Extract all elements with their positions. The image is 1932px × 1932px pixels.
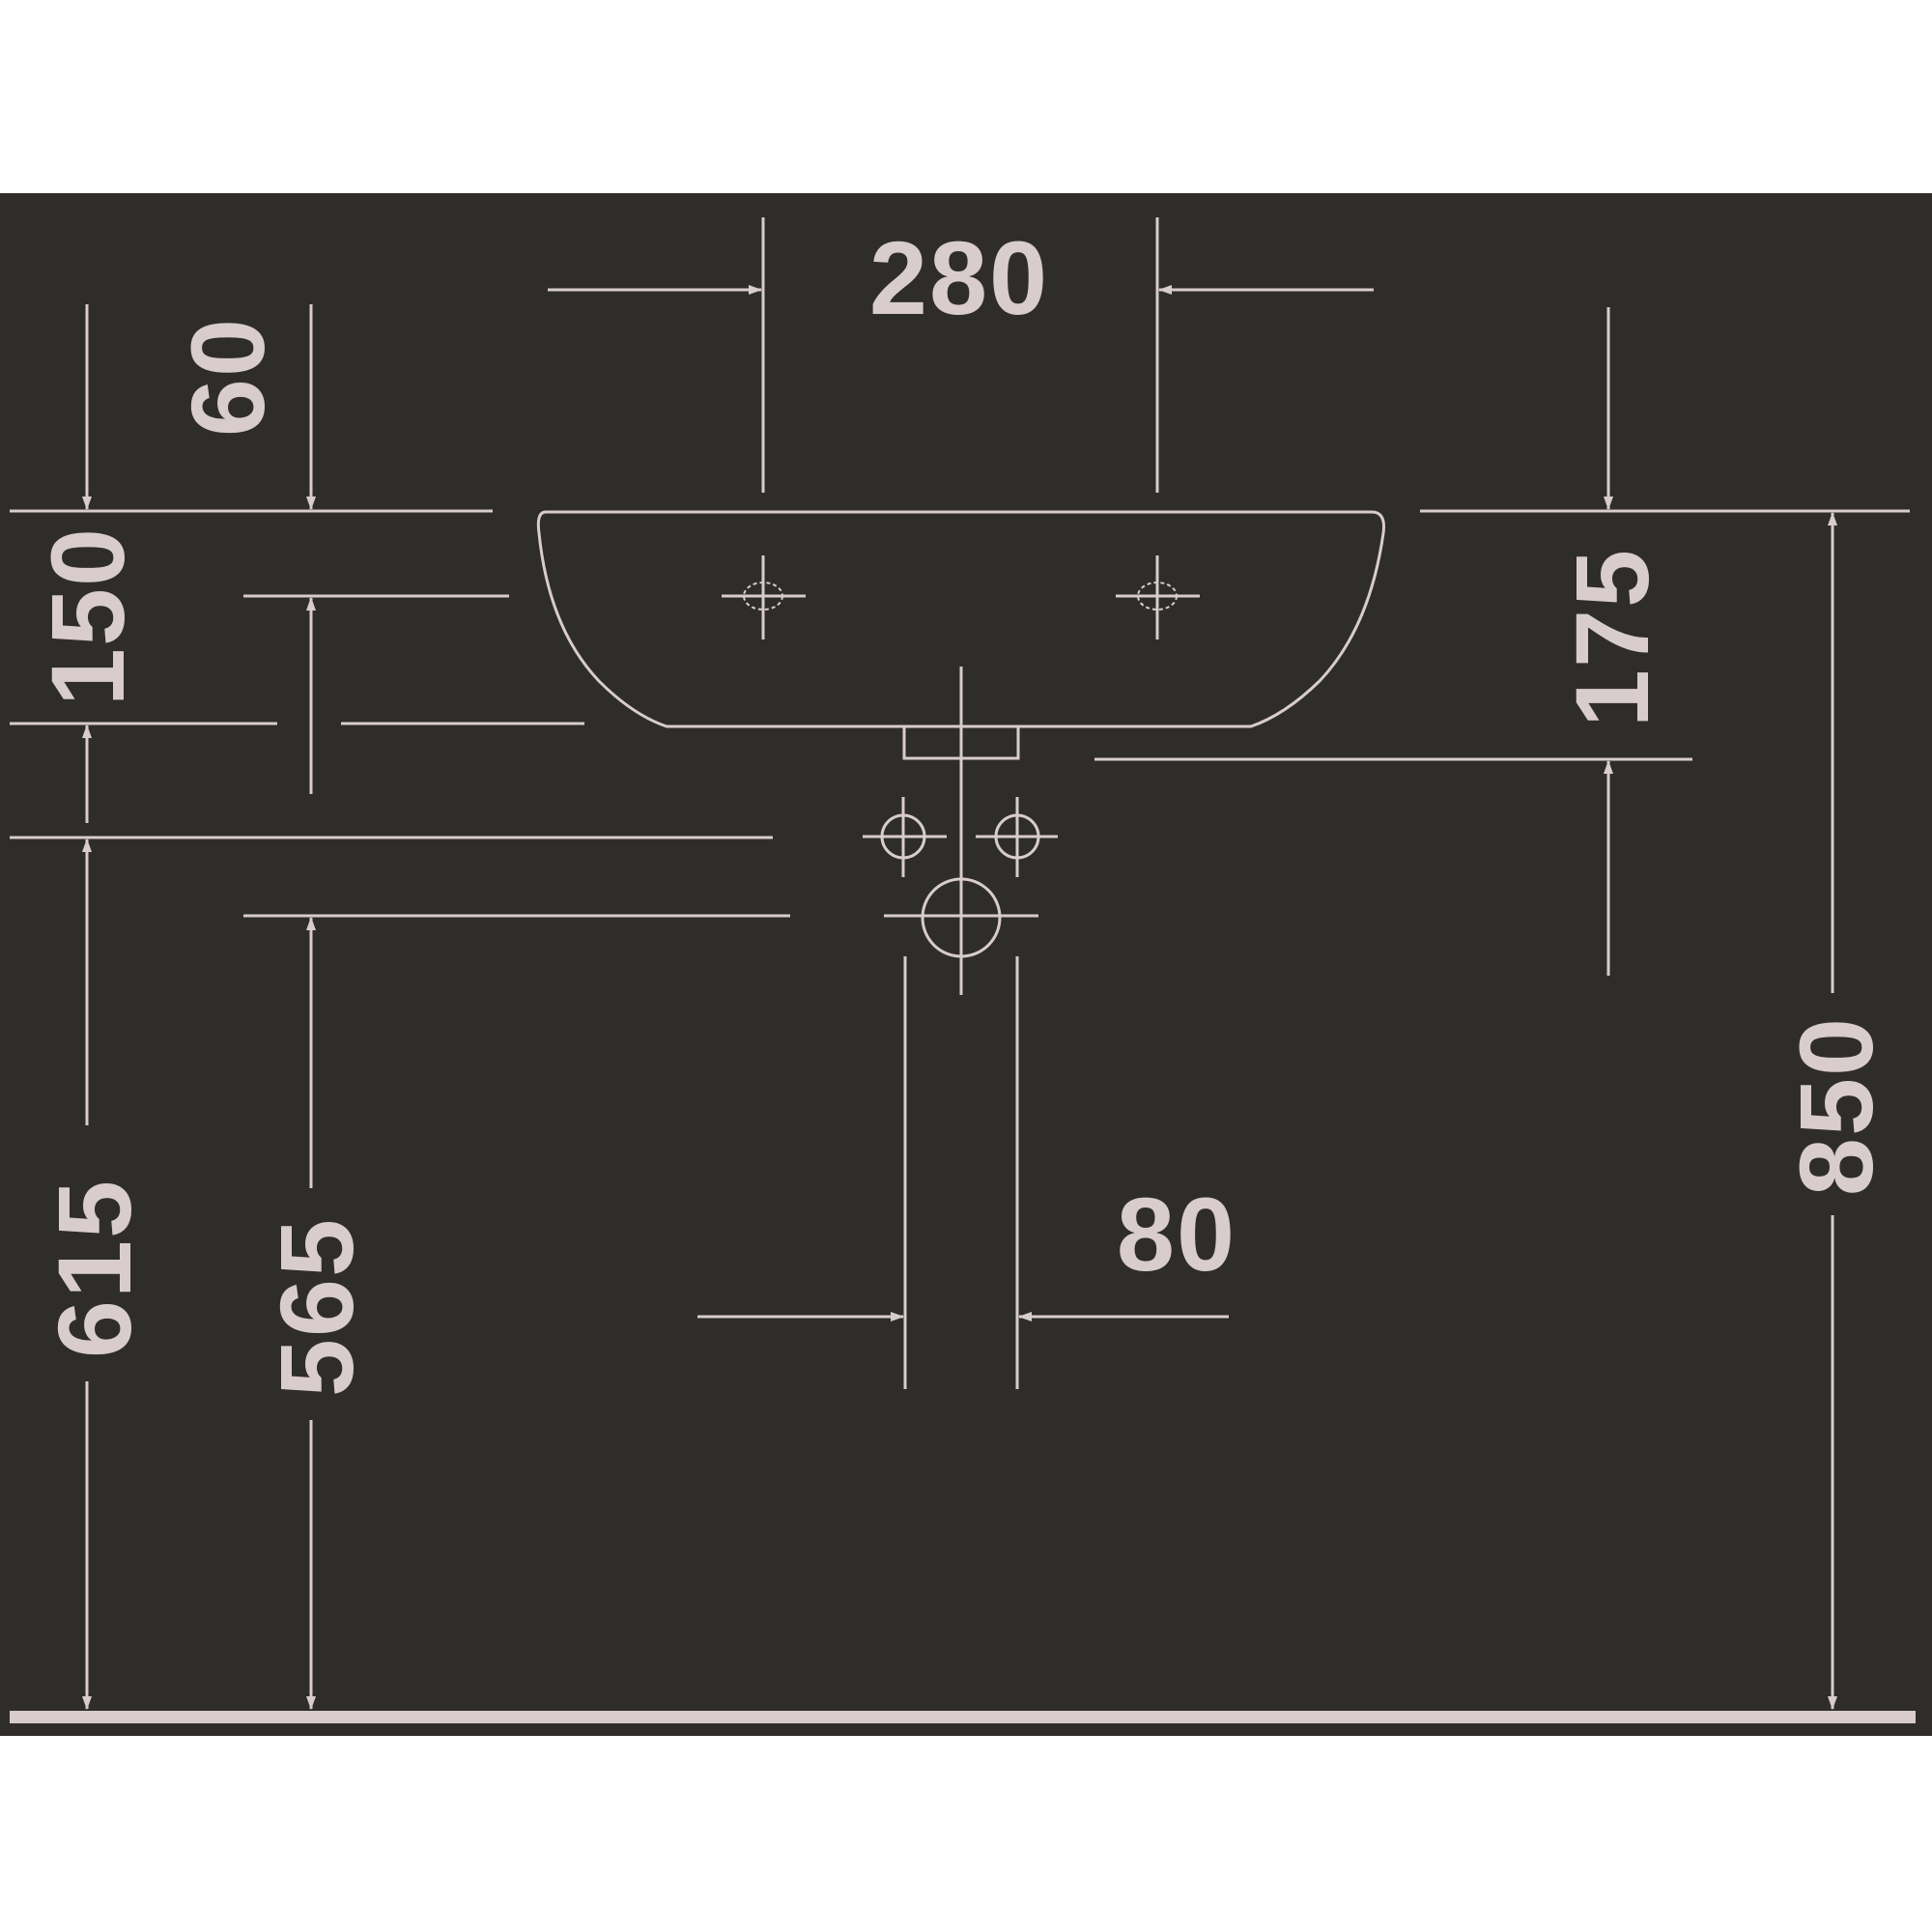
waste-connection (884, 877, 1038, 958)
floor-line (10, 1711, 1916, 1723)
label-150: 150 (29, 526, 146, 706)
label-175: 175 (1553, 548, 1670, 727)
washbasin-outline (536, 510, 1385, 728)
supply-connection-right (976, 797, 1058, 877)
drawing-background (0, 193, 1932, 1736)
tap-hole-right (1116, 555, 1200, 639)
label-615: 615 (36, 1179, 153, 1358)
label-280: 280 (869, 219, 1049, 336)
supply-connection-left (863, 797, 947, 877)
label-565: 565 (258, 1217, 375, 1397)
tap-hole-left (722, 555, 806, 639)
label-850: 850 (1777, 1016, 1894, 1196)
label-80: 80 (1117, 1176, 1236, 1293)
label-60: 60 (169, 317, 286, 437)
